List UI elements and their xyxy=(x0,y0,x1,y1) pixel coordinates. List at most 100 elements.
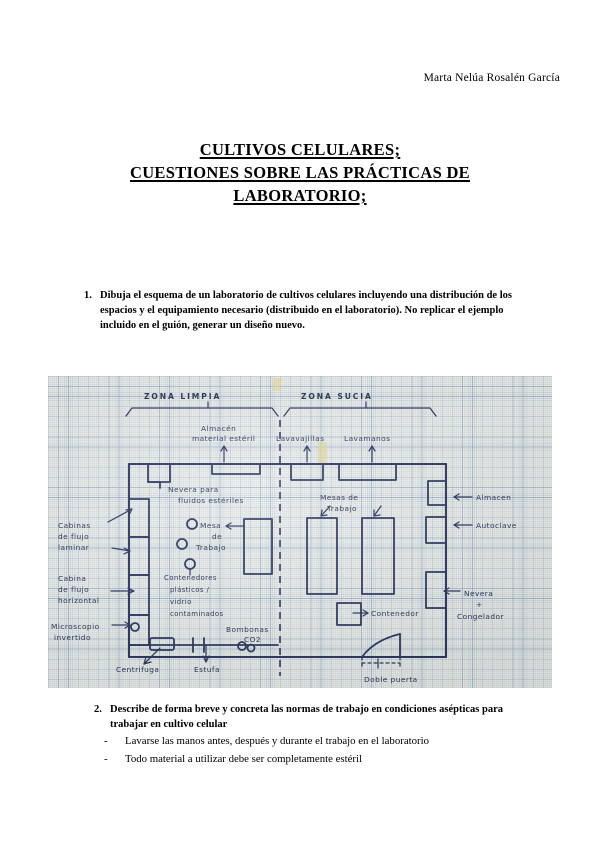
object-stool-3 xyxy=(184,558,196,570)
object-stool-1 xyxy=(186,518,198,530)
list-item: - Todo material a utilizar debe ser comp… xyxy=(100,751,520,769)
arrowhead-contenedor xyxy=(362,609,369,617)
object-top-left-cabinet xyxy=(147,463,171,483)
title-line-2: CUESTIONES SOBRE LAS PRÁCTICAS DE xyxy=(130,163,470,182)
label-mesas-trabajo-line2: Trabajo xyxy=(326,504,357,513)
bullet-marker: - xyxy=(104,752,108,765)
label-mesas-trabajo-line1: Mesas de xyxy=(320,493,358,502)
answer-list: - Lavarse las manos antes, después y dur… xyxy=(100,733,520,768)
label-nevera-fluidos-line1: Nevera para xyxy=(168,485,219,494)
object-mesa-trabajo-dirty-1 xyxy=(306,517,338,595)
label-cabina-horizontal-line1: Cabina xyxy=(58,574,86,583)
arrow-cabina-laminar-1 xyxy=(107,508,133,523)
object-lavamanos xyxy=(338,463,397,481)
label-almacen: Almacen xyxy=(476,493,511,502)
question-1-text: Dibuja el esquema de un laboratorio de c… xyxy=(100,290,512,332)
arrowhead-microscopio xyxy=(124,621,131,629)
bullet-marker: - xyxy=(104,735,108,747)
zone-clean-label: ZONA LIMPIA xyxy=(144,392,221,401)
arrowhead-cabina-laminar-2 xyxy=(123,547,131,555)
arrowhead-almacen xyxy=(453,493,460,501)
arrow-centrifuga xyxy=(143,647,161,665)
question-2-number: 2. xyxy=(94,704,102,715)
arrowhead-lavamanos xyxy=(368,445,376,452)
label-nevera-fluidos-line2: fluidos estériles xyxy=(178,496,244,505)
arrowhead-mesa-dirty-1 xyxy=(320,509,328,517)
arrowhead-mesa-trabajo-clean xyxy=(225,522,232,530)
question-1: 1. Dibuja el esquema de un laboratorio d… xyxy=(84,288,514,334)
label-doble-puerta: Doble puerta xyxy=(364,675,418,684)
arrow-mesa-dirty-2 xyxy=(373,505,382,517)
arrowhead-cabina-horizontal xyxy=(127,587,135,595)
label-microscopio-line1: Microscopio xyxy=(51,622,100,631)
arrowhead-autoclave xyxy=(453,521,460,529)
label-cabina-horizontal-line3: horizontal xyxy=(58,596,99,605)
label-autoclave: Autoclave xyxy=(476,521,517,530)
object-nevera-fluidos-connector xyxy=(147,481,161,489)
object-estufa xyxy=(192,637,205,653)
object-cabina-laminar-2 xyxy=(128,536,150,576)
door-measure-ticks xyxy=(361,656,401,669)
list-item: - Lavarse las manos antes, después y dur… xyxy=(100,733,520,751)
object-cabina-horizontal xyxy=(128,574,150,616)
arrowhead-nevera xyxy=(443,587,450,595)
brace-clean-zone xyxy=(125,407,279,417)
object-microscopio-invertido xyxy=(130,622,140,632)
arrow-cabina-laminar-2 xyxy=(111,547,131,552)
label-contenedores-line1: Contenedores xyxy=(164,574,217,582)
object-lavavajillas xyxy=(290,463,324,481)
label-microscopio-line2: invertido xyxy=(54,633,91,642)
object-stool-2 xyxy=(176,538,188,550)
title-line-3: LABORATORIO; xyxy=(233,186,367,205)
list-item-text: Todo material a utilizar debe ser comple… xyxy=(125,752,362,765)
label-lavavajillas: Lavavajillas xyxy=(276,434,324,443)
label-cabinas-laminar-line2: de flujo xyxy=(58,532,89,541)
object-cabina-laminar-1 xyxy=(128,498,150,538)
object-mesa-trabajo-dirty-2 xyxy=(361,517,395,595)
label-contenedores-line4: contaminados xyxy=(170,610,224,618)
question-2: 2. Describe de forma breve y concreta la… xyxy=(94,703,520,732)
arrowhead-almacen-esteril xyxy=(220,445,228,452)
object-mesa-trabajo-clean xyxy=(243,518,273,575)
label-mesa-trabajo-line2: de xyxy=(212,532,222,541)
arrowhead-lavavajillas xyxy=(303,445,311,452)
object-almacen-esteril-counter xyxy=(211,463,261,475)
arrowhead-mesa-dirty-2 xyxy=(373,509,381,517)
label-lavamanos: Lavamanos xyxy=(344,434,390,443)
label-centrifuga: Centrifuga xyxy=(116,665,159,674)
label-cabinas-laminar-line3: laminar xyxy=(58,543,90,552)
question-2-text: Describe de forma breve y concreta las n… xyxy=(110,704,504,730)
label-nevera-line1: Nevera xyxy=(464,589,493,598)
label-nevera-plus: + xyxy=(476,600,483,609)
arrowhead-centrifuga xyxy=(143,656,152,665)
label-contenedor: Contenedor xyxy=(371,609,419,618)
zone-dirty-label: ZONA SUCIA xyxy=(301,392,373,401)
lab-plan-photo: ZONA LIMPIA ZONA SUCIA Almacén material … xyxy=(48,376,552,688)
label-nevera-line2: Congelador xyxy=(457,612,504,621)
arrowhead-estufa xyxy=(202,655,210,663)
label-almacen-esteril-line1: Almacén xyxy=(201,424,236,433)
tape-mark-left xyxy=(318,442,327,464)
list-item-text: Lavarse las manos antes, después y duran… xyxy=(125,735,429,747)
author-name: Marta Nelúa Rosalén García xyxy=(423,72,560,84)
label-estufa: Estufa xyxy=(194,665,220,674)
label-contenedores-line3: vidrio xyxy=(170,598,192,606)
title-line-1: CULTIVOS CELULARES; xyxy=(199,140,401,159)
page-title: CULTIVOS CELULARES; CUESTIONES SOBRE LAS… xyxy=(0,138,600,207)
object-bombona-1 xyxy=(237,641,247,651)
object-almacen xyxy=(427,480,447,506)
object-bombona-2 xyxy=(246,643,256,653)
label-cabina-horizontal-line2: de flujo xyxy=(58,585,89,594)
object-nevera-congelador xyxy=(425,571,447,609)
label-cabinas-laminar-line1: Cabinas xyxy=(58,521,91,530)
brace-dirty-tick-zone xyxy=(283,407,437,417)
question-1-number: 1. xyxy=(84,290,92,301)
object-contenedor xyxy=(336,602,362,626)
arrowhead-cabina-laminar-1 xyxy=(125,508,133,516)
label-contenedores-line2: plásticos / xyxy=(170,586,210,594)
object-door-swing-arc xyxy=(361,633,401,658)
label-bombonas-line1: Bombonas xyxy=(226,625,269,634)
label-mesa-trabajo-line3: Trabajo xyxy=(195,543,226,552)
label-almacen-esteril-line2: material estéril xyxy=(192,434,255,443)
